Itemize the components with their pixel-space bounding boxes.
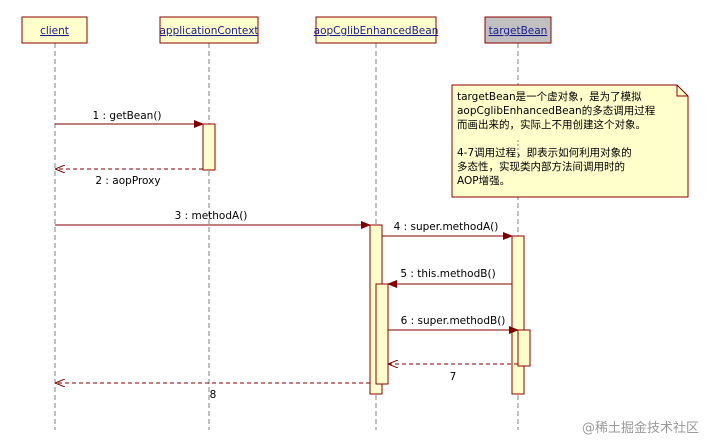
watermark: @稀土掘金技术社区: [582, 420, 699, 436]
activation-applicationContext: [202, 123, 216, 171]
lifeline-label-aopCglibEnhancedBean: aopCglibEnhancedBean: [314, 25, 439, 37]
note-line-6: 多态性，实现类内部方法间调用时的: [457, 160, 625, 173]
activation-aop-nested: [375, 283, 389, 385]
message-7-label: 7: [450, 371, 457, 383]
note-line-3: 而画出来的，实际上不用创建这个对象。: [457, 118, 646, 131]
lifeline-header-applicationContext: applicationContext: [159, 16, 259, 44]
activation-target-main: [511, 235, 525, 395]
lifeline-header-aopCglibEnhancedBean: aopCglibEnhancedBean: [314, 16, 439, 44]
message-8-label: 8: [210, 389, 217, 401]
lifeline-label-targetBean: targetBean: [489, 25, 548, 37]
message-2-label: 2 : aopProxy: [95, 175, 160, 187]
lifeline-header-targetBean: targetBean: [484, 16, 552, 44]
activation-target-nested: [517, 329, 531, 367]
message-4-label: 4 : super.methodA(): [394, 221, 499, 233]
message-6-label: 6 : super.methodB(): [401, 315, 506, 327]
lifeline-label-client: client: [40, 25, 69, 37]
lifeline-label-applicationContext: applicationContext: [159, 25, 258, 37]
note-box: targetBean是一个虚对象，是为了模拟 aopCglibEnhancedB…: [451, 84, 689, 198]
note-line-5: 4-7调用过程，即表示如何利用对象的: [457, 146, 632, 159]
note-line-1: targetBean是一个虚对象，是为了模拟: [457, 90, 642, 103]
note-line-7: AOP增强。: [457, 174, 510, 187]
note-line-2: aopCglibEnhancedBean的多态调用过程: [457, 104, 656, 117]
message-5-label: 5 : this.methodB(): [400, 268, 495, 280]
lifeline-header-client: client: [21, 16, 88, 44]
message-1-label: 1 : getBean(): [92, 110, 161, 122]
message-3-label: 3 : methodA(): [175, 210, 248, 222]
